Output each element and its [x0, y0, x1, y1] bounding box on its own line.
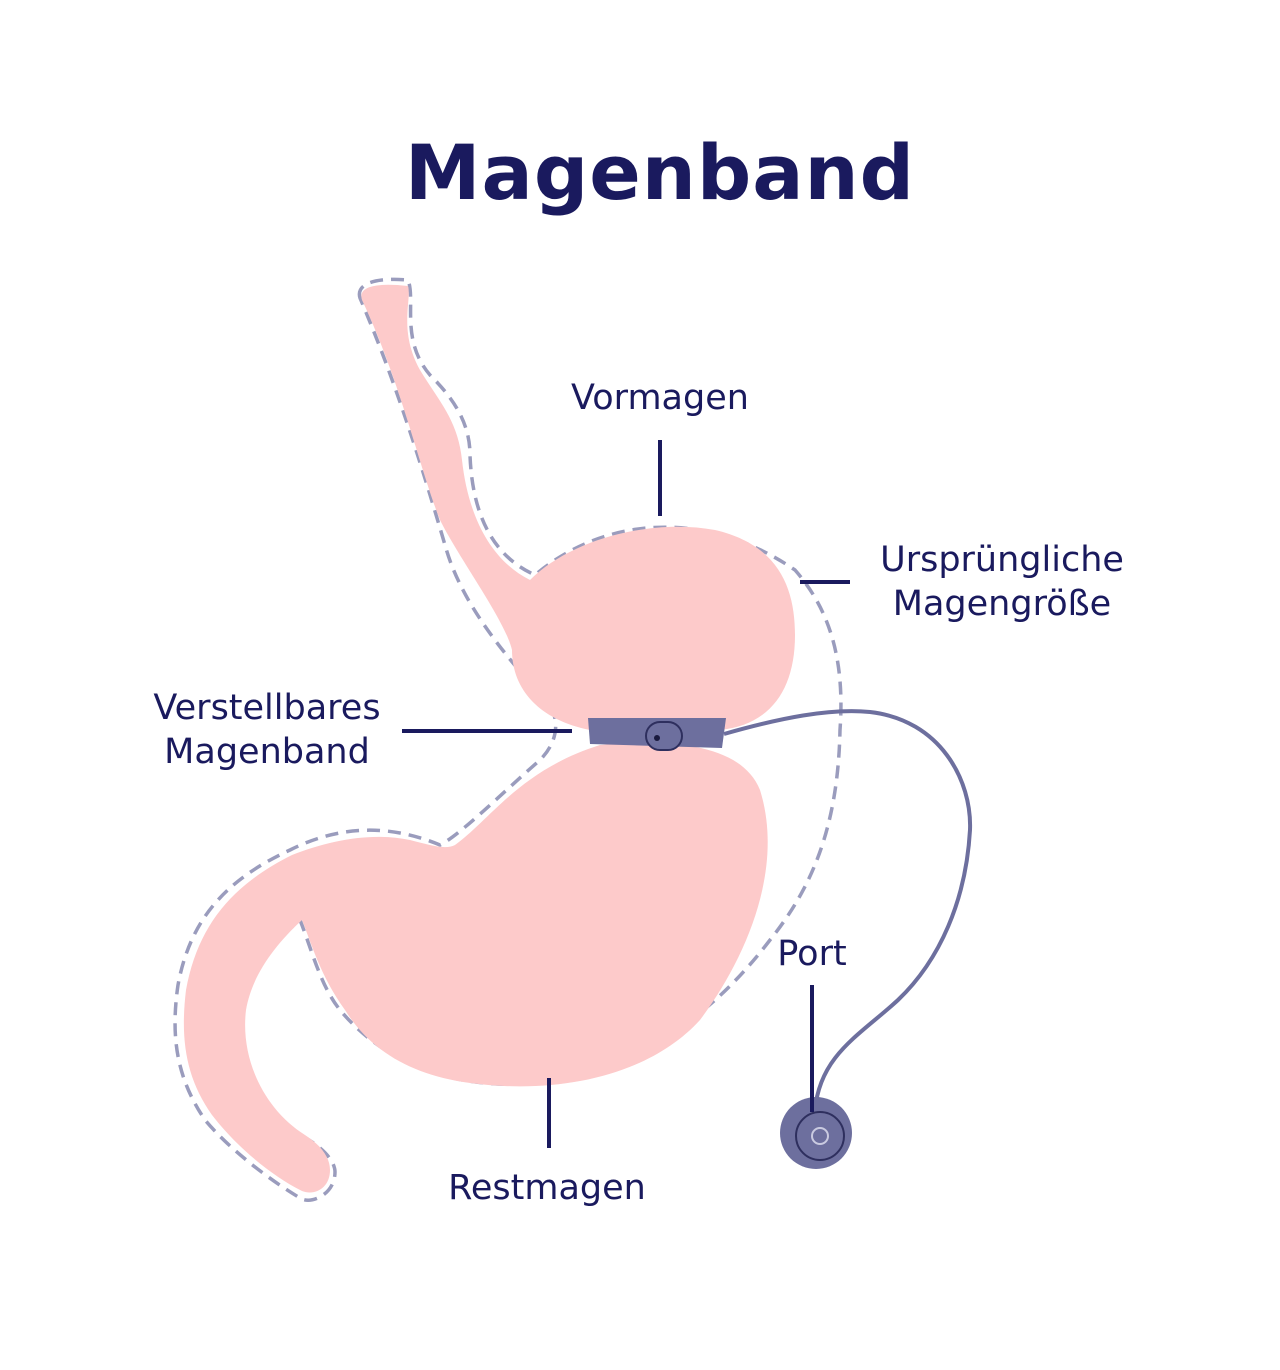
- label-restmagen-text: Restmagen: [448, 1168, 646, 1208]
- label-original-size: Ursprüngliche Magengröße: [862, 538, 1142, 626]
- band-buckle-dot: [654, 735, 660, 741]
- label-band-line1: Verstellbares: [153, 688, 381, 728]
- band-buckle: [645, 721, 683, 751]
- port-reservoir-icon: [780, 1097, 852, 1169]
- label-vormagen-text: Vormagen: [571, 378, 749, 418]
- label-vormagen: Vormagen: [560, 376, 760, 420]
- label-original-size-line2: Magengröße: [892, 584, 1112, 624]
- label-port-text: Port: [777, 934, 847, 974]
- label-port: Port: [752, 932, 872, 976]
- port-tube: [723, 709, 973, 1111]
- diagram-title: Magenband: [404, 128, 916, 217]
- lower-stomach-restmagen: [183, 742, 768, 1193]
- label-restmagen: Restmagen: [432, 1166, 662, 1210]
- label-band-line2: Magenband: [164, 732, 370, 772]
- label-band: Verstellbares Magenband: [138, 686, 396, 774]
- upper-pouch-vormagen: [361, 284, 795, 730]
- label-original-size-line1: Ursprüngliche: [880, 540, 1124, 580]
